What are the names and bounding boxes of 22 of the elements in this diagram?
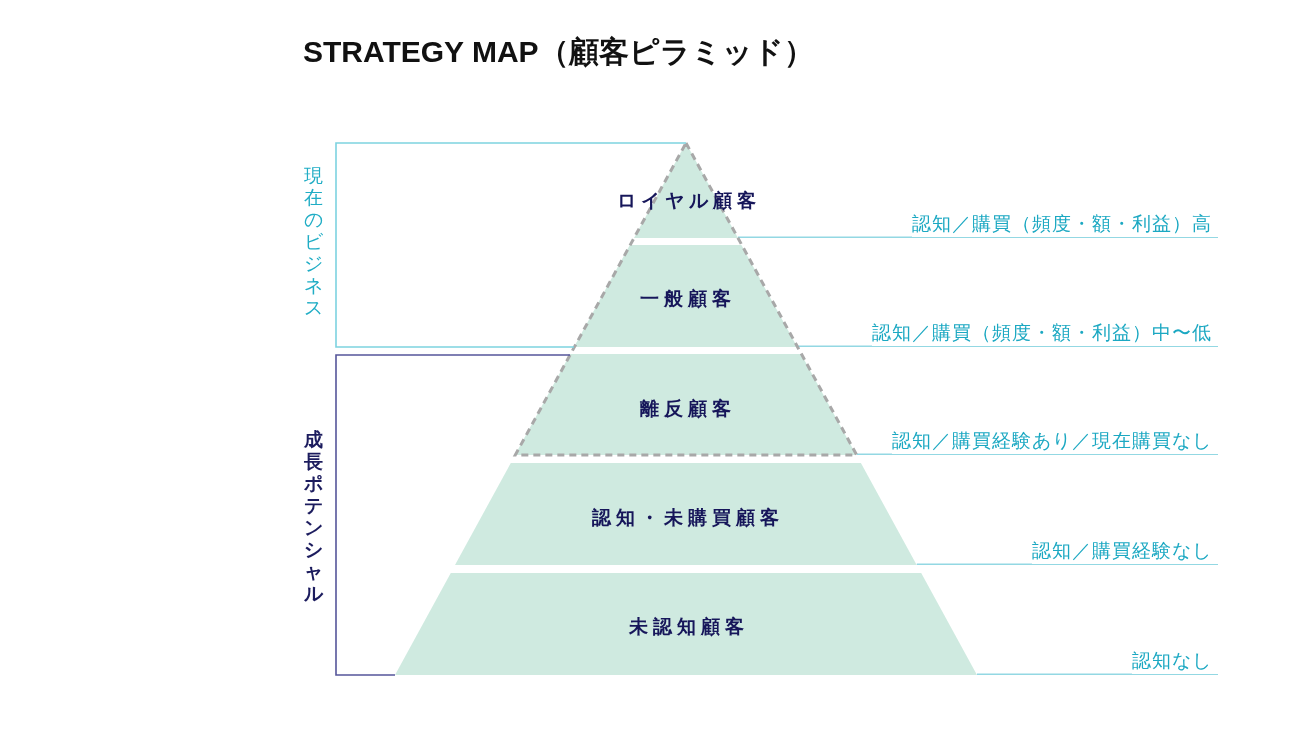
title: STRATEGY MAP（顧客ピラミッド） — [303, 34, 814, 70]
underlined-text: 認知／購買経験なし — [1032, 537, 1218, 565]
leader-line — [855, 453, 893, 455]
leader-line — [737, 236, 913, 238]
tier-label: 認知・未購買顧客 — [592, 505, 785, 529]
underlined-text: 認知／購買（頻度・額・利益）中〜低 — [872, 319, 1218, 347]
leader-line — [976, 673, 1133, 675]
tier-label: 未認知顧客 — [628, 614, 749, 638]
pyramid-tier — [455, 463, 917, 565]
underlined-text: 認知なし — [1132, 647, 1218, 675]
pyramid-tier — [395, 573, 977, 675]
pyramid-tier — [515, 354, 857, 455]
tier-label: 離反顧客 — [640, 396, 737, 420]
underlined-text: 認知／購買（頻度・額・利益）高 — [912, 210, 1218, 238]
leader-line — [796, 345, 873, 347]
tier-label: 一般顧客 — [640, 286, 737, 310]
leader-line — [916, 563, 1033, 565]
underlined-text: 認知／購買経験あり／現在購買なし — [892, 427, 1218, 455]
pyramid-tier — [574, 245, 798, 347]
bracket-label: 成長ポテンシャル — [302, 428, 324, 604]
tier-label: ロイヤル顧客 — [616, 188, 761, 212]
bracket-label: 現在のビジネス — [302, 164, 324, 318]
